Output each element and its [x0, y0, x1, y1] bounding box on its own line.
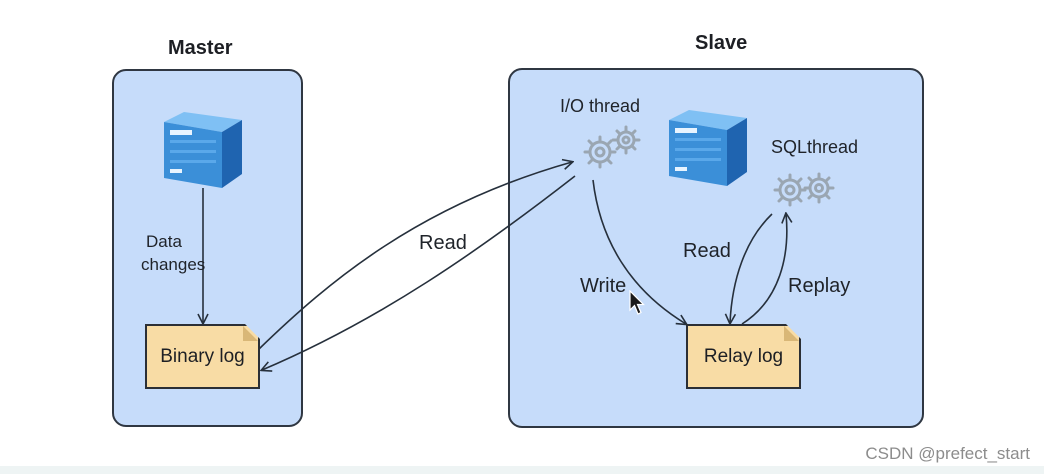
io-thread-gears-icon	[583, 125, 641, 169]
sql-read-label: Read	[683, 240, 731, 262]
binary-log-label: Binary log	[160, 345, 245, 367]
read-response-arrow	[262, 175, 576, 370]
bottom-strip	[0, 466, 1044, 474]
io-thread-label: I/O thread	[560, 96, 641, 116]
replay-arrow	[741, 214, 787, 325]
master-title: Master	[168, 37, 233, 59]
slave-server-icon	[669, 110, 747, 186]
data-changes-line2: changes	[141, 255, 206, 274]
write-label: Write	[580, 275, 627, 297]
slave-title: Slave	[695, 32, 748, 54]
replay-label: Replay	[788, 275, 851, 297]
data-changes-line1: Data	[146, 232, 182, 251]
relay-log-label: Relay log	[703, 345, 784, 367]
read-request-arrow	[257, 162, 572, 351]
relay-log-file: Relay log	[686, 324, 801, 389]
sql-read-arrow	[730, 213, 773, 323]
read-arrow-label: Read	[419, 232, 467, 254]
sql-thread-label: SQLthread	[771, 137, 859, 157]
data-changes-label: Data changes	[141, 230, 206, 276]
binary-log-file: Binary log	[145, 324, 260, 389]
mouse-cursor-icon	[629, 290, 645, 315]
write-arrow	[592, 179, 686, 324]
watermark: CSDN @prefect_start	[865, 444, 1030, 463]
sql-thread-gears-icon	[773, 172, 835, 207]
master-server-icon	[164, 112, 242, 188]
